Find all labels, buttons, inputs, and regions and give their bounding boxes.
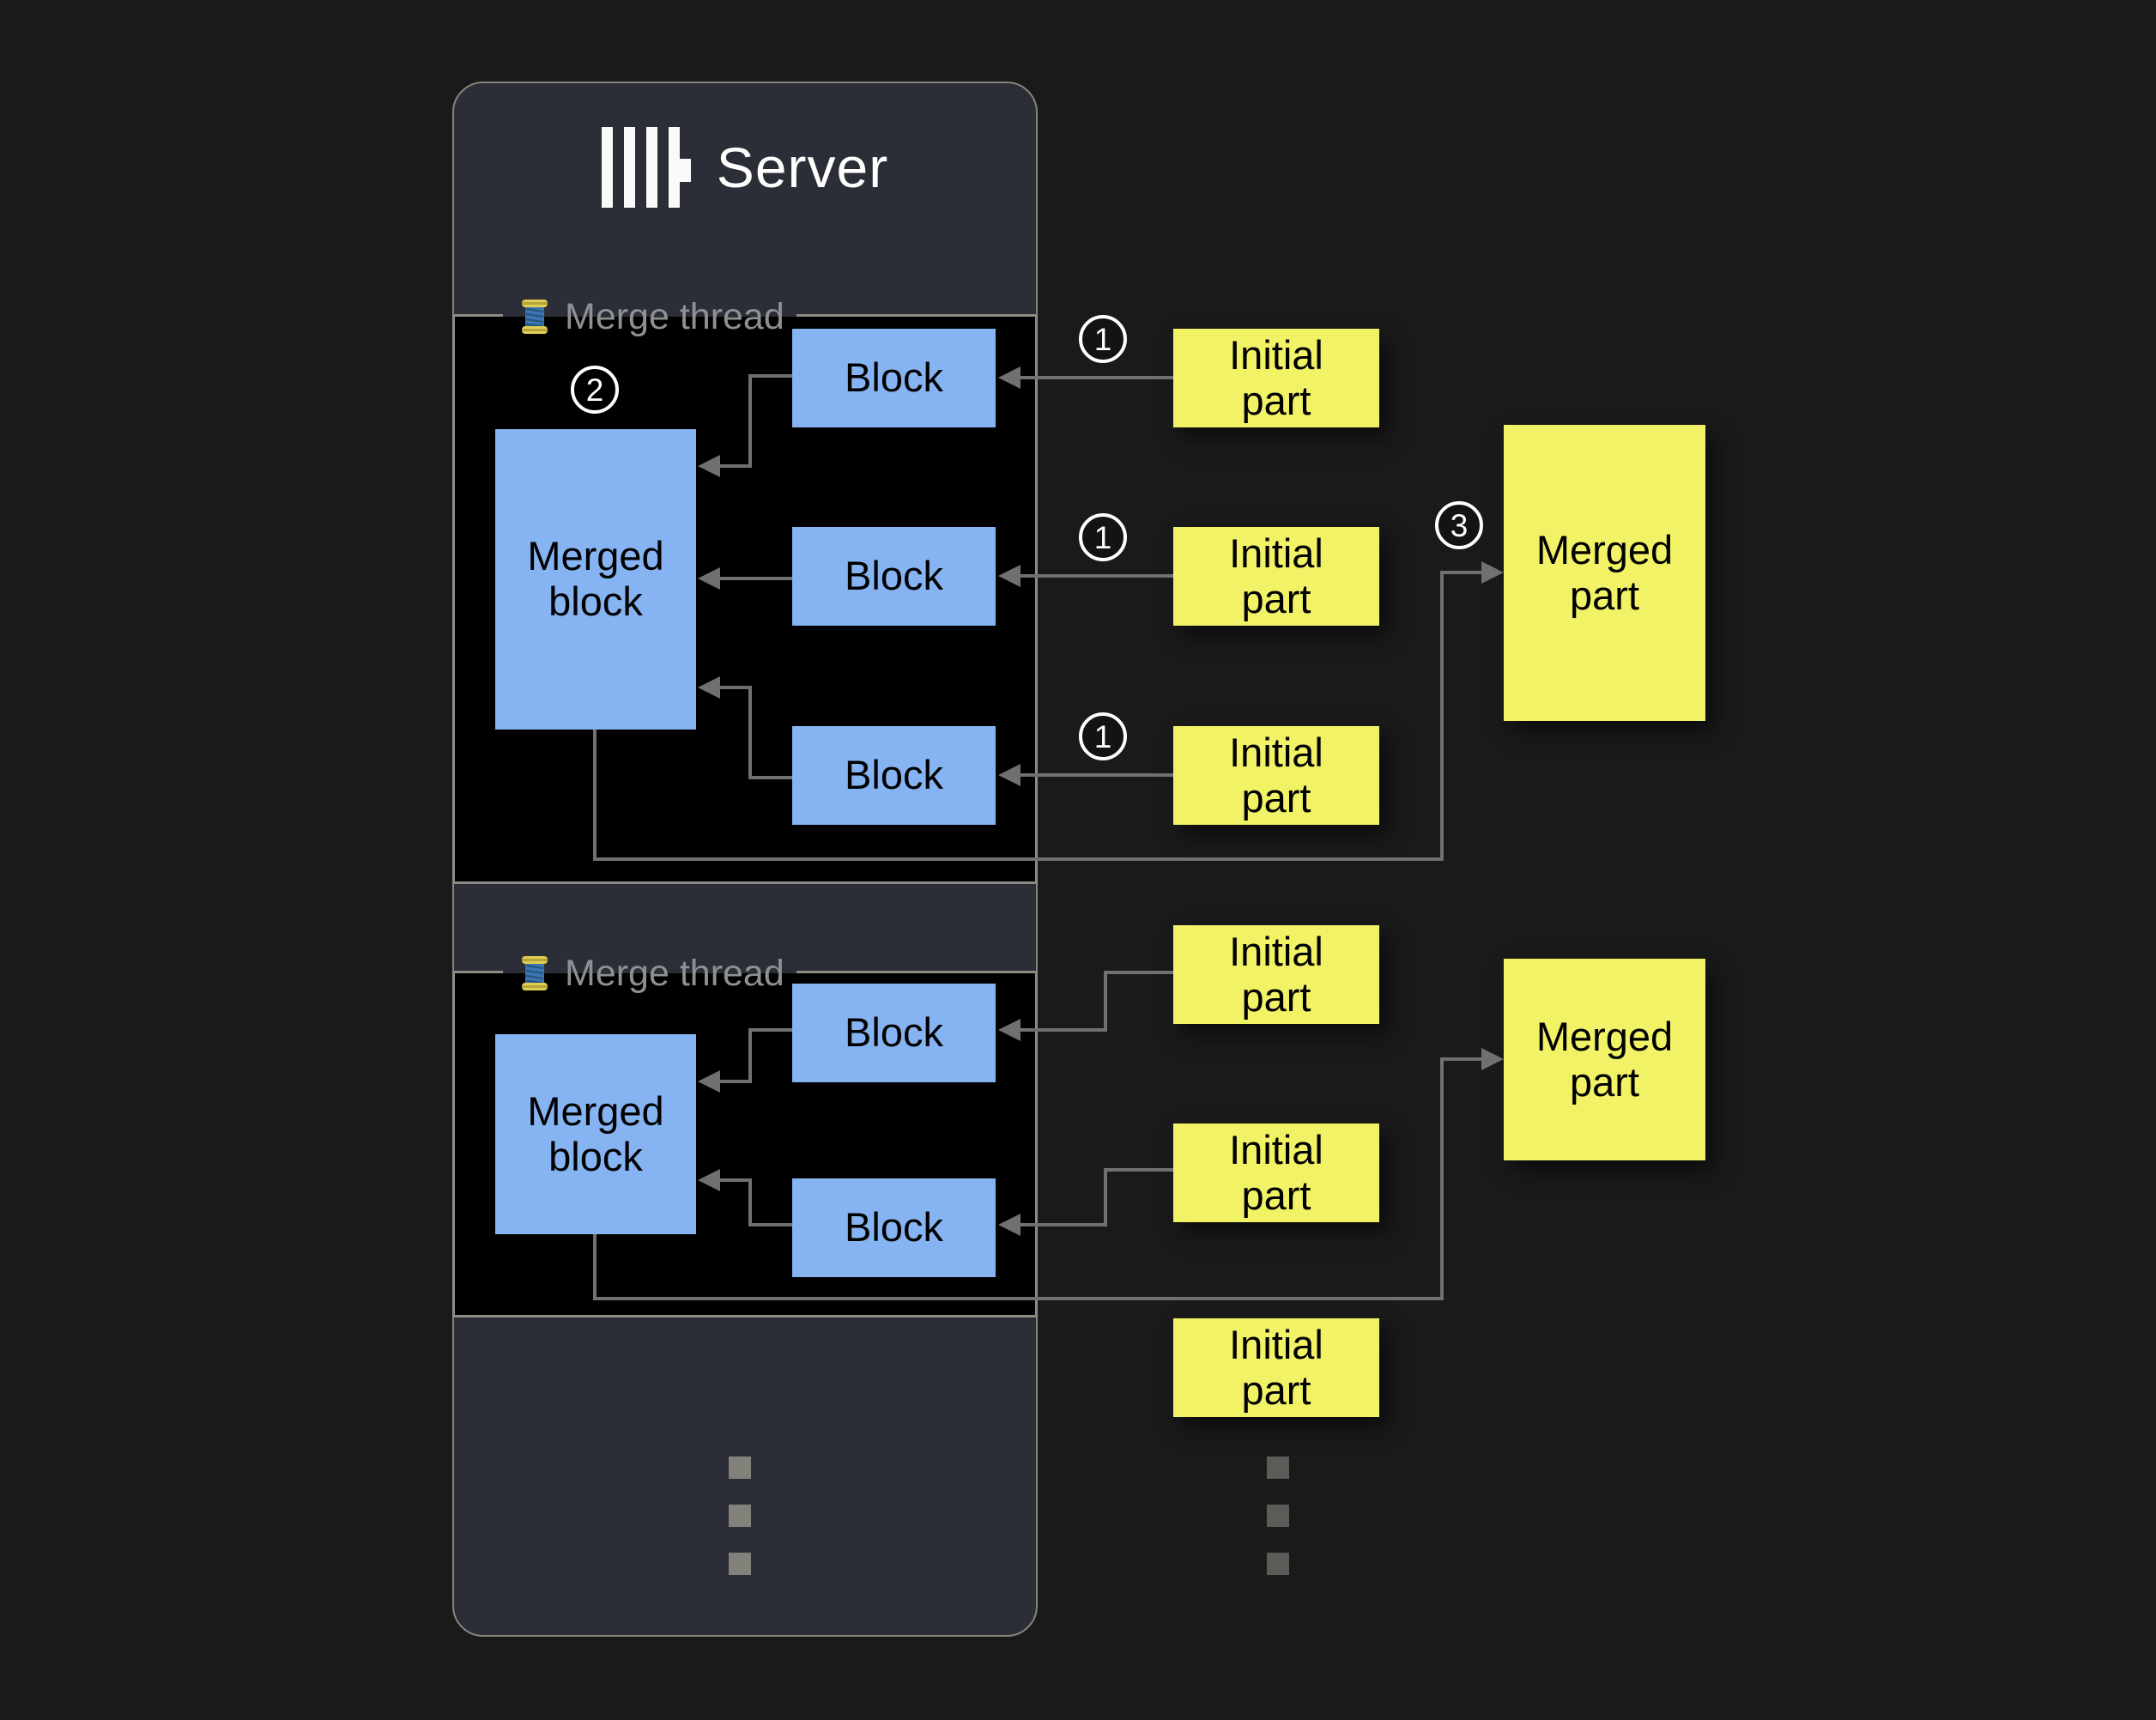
- initial-part-2: Initial part: [1173, 527, 1379, 626]
- server-ellipsis-dot: [729, 1505, 751, 1527]
- block-5: Block: [792, 1178, 996, 1277]
- connector-initialpart4-block4: [1020, 1028, 1104, 1032]
- merged-block-2-label: Merged block: [527, 1087, 664, 1179]
- thread-spool-icon: [522, 956, 548, 990]
- block-2-label: Block: [845, 553, 943, 599]
- connector-initialpart5-block5: [1020, 1223, 1104, 1226]
- step-badge-2-digit: 2: [585, 372, 604, 408]
- thread-spool-icon: [522, 300, 548, 334]
- block-5-label: Block: [845, 1204, 943, 1251]
- connector-mergedblock2-mergedpart2: [1440, 1057, 1444, 1300]
- arrowhead-into-mergedblock2-bottom: [698, 1169, 720, 1191]
- step-badge-3: 3: [1435, 501, 1483, 549]
- block-3: Block: [792, 726, 996, 825]
- initial-part-3-label: Initial part: [1229, 729, 1323, 821]
- merge-thread-label-1: Merge thread: [503, 294, 796, 339]
- connector-block5-mergedblock2: [748, 1223, 792, 1226]
- connector-block5-mergedblock2: [748, 1178, 752, 1226]
- step-badge-1b: 1: [1079, 513, 1127, 561]
- connector-block1-mergedblock1: [748, 374, 792, 378]
- merged-block-1-label: Merged block: [527, 533, 664, 624]
- arrowhead-into-mergedblock1-bottom: [698, 676, 720, 699]
- connector-mergedblock1-mergedpart1: [593, 730, 597, 861]
- initial-part-1-label: Initial part: [1229, 331, 1323, 423]
- connector-block5-mergedblock2: [720, 1178, 748, 1182]
- merged-block-2: Merged block: [495, 1034, 696, 1234]
- connector-initialpart2-block2: [1020, 574, 1173, 578]
- initial-part-5-label: Initial part: [1229, 1126, 1323, 1218]
- arrowhead-into-block2: [998, 565, 1020, 587]
- block-2: Block: [792, 527, 996, 626]
- initial-part-1: Initial part: [1173, 329, 1379, 427]
- server-title: Server: [716, 136, 889, 199]
- block-4-label: Block: [845, 1009, 943, 1056]
- arrowhead-into-block5: [998, 1214, 1020, 1236]
- step-badge-1a: 1: [1079, 315, 1127, 363]
- arrowhead-into-mergedblock1-top: [698, 455, 720, 477]
- initial-part-5: Initial part: [1173, 1123, 1379, 1222]
- merged-part-1: Merged part: [1504, 425, 1705, 721]
- connector-mergedblock1-mergedpart1: [593, 857, 1444, 861]
- connector-block2-mergedblock1: [720, 577, 792, 580]
- connector-mergedblock2-mergedpart2: [593, 1297, 1444, 1300]
- clickhouse-logo-icon: [601, 127, 691, 208]
- block-1-label: Block: [845, 354, 943, 401]
- connector-mergedblock2-mergedpart2: [593, 1234, 597, 1300]
- merged-block-1: Merged block: [495, 429, 696, 730]
- initial-part-4: Initial part: [1173, 925, 1379, 1024]
- connector-block1-mergedblock1: [748, 374, 752, 468]
- initial-part-3: Initial part: [1173, 726, 1379, 825]
- step-badge-1a-digit: 1: [1093, 321, 1112, 357]
- merge-thread-label-text: Merge thread: [565, 295, 784, 337]
- connector-mergedblock1-mergedpart1: [1440, 571, 1444, 861]
- server-header: Server: [452, 120, 1038, 215]
- arrowhead-into-mergedpart1: [1481, 561, 1504, 584]
- server-ellipsis-dot: [729, 1457, 751, 1479]
- step-badge-1c: 1: [1079, 712, 1127, 760]
- connector-block4-mergedblock2: [748, 1028, 792, 1032]
- block-3-label: Block: [845, 752, 943, 798]
- initial-part-6: Initial part: [1173, 1318, 1379, 1417]
- initial-part-4-label: Initial part: [1229, 928, 1323, 1020]
- connector-block3-mergedblock1: [720, 686, 748, 689]
- arrowhead-into-mergedblock2-top: [698, 1070, 720, 1093]
- merge-thread-label-2: Merge thread: [503, 951, 796, 996]
- merge-thread-label-text: Merge thread: [565, 952, 784, 994]
- connector-block4-mergedblock2: [720, 1080, 748, 1083]
- connector-block4-mergedblock2: [748, 1028, 752, 1083]
- connector-block3-mergedblock1: [748, 686, 752, 779]
- parts-ellipsis-dot: [1267, 1553, 1289, 1575]
- parts-ellipsis-dot: [1267, 1457, 1289, 1479]
- connector-initialpart4-block4: [1104, 971, 1173, 974]
- merged-part-2: Merged part: [1504, 959, 1705, 1160]
- step-badge-3-digit: 3: [1450, 507, 1469, 543]
- merged-part-1-label: Merged part: [1535, 526, 1674, 618]
- block-1: Block: [792, 329, 996, 427]
- connector-initialpart5-block5: [1104, 1168, 1173, 1172]
- connector-block3-mergedblock1: [748, 776, 792, 779]
- step-badge-1c-digit: 1: [1093, 718, 1112, 754]
- server-ellipsis-dot: [729, 1553, 751, 1575]
- initial-part-2-label: Initial part: [1229, 530, 1323, 621]
- step-badge-1b-digit: 1: [1093, 519, 1112, 555]
- initial-part-6-label: Initial part: [1229, 1321, 1323, 1413]
- merged-part-2-label: Merged part: [1535, 1013, 1674, 1105]
- step-badge-2: 2: [571, 366, 619, 414]
- arrowhead-into-mergedpart2: [1481, 1048, 1504, 1070]
- connector-initialpart5-block5: [1104, 1168, 1107, 1226]
- connector-initialpart3-block3: [1020, 773, 1173, 777]
- parts-ellipsis-dot: [1267, 1505, 1289, 1527]
- connector-mergedblock1-mergedpart1: [1444, 571, 1481, 574]
- connector-block1-mergedblock1: [720, 464, 748, 468]
- arrowhead-into-block1: [998, 366, 1020, 389]
- arrowhead-into-mergedblock1-mid: [698, 567, 720, 590]
- connector-initialpart4-block4: [1104, 971, 1107, 1032]
- connector-mergedblock2-mergedpart2: [1444, 1057, 1481, 1061]
- arrowhead-into-block3: [998, 764, 1020, 786]
- connector-initialpart1-block1: [1020, 376, 1173, 379]
- arrowhead-into-block4: [998, 1019, 1020, 1041]
- block-4: Block: [792, 984, 996, 1082]
